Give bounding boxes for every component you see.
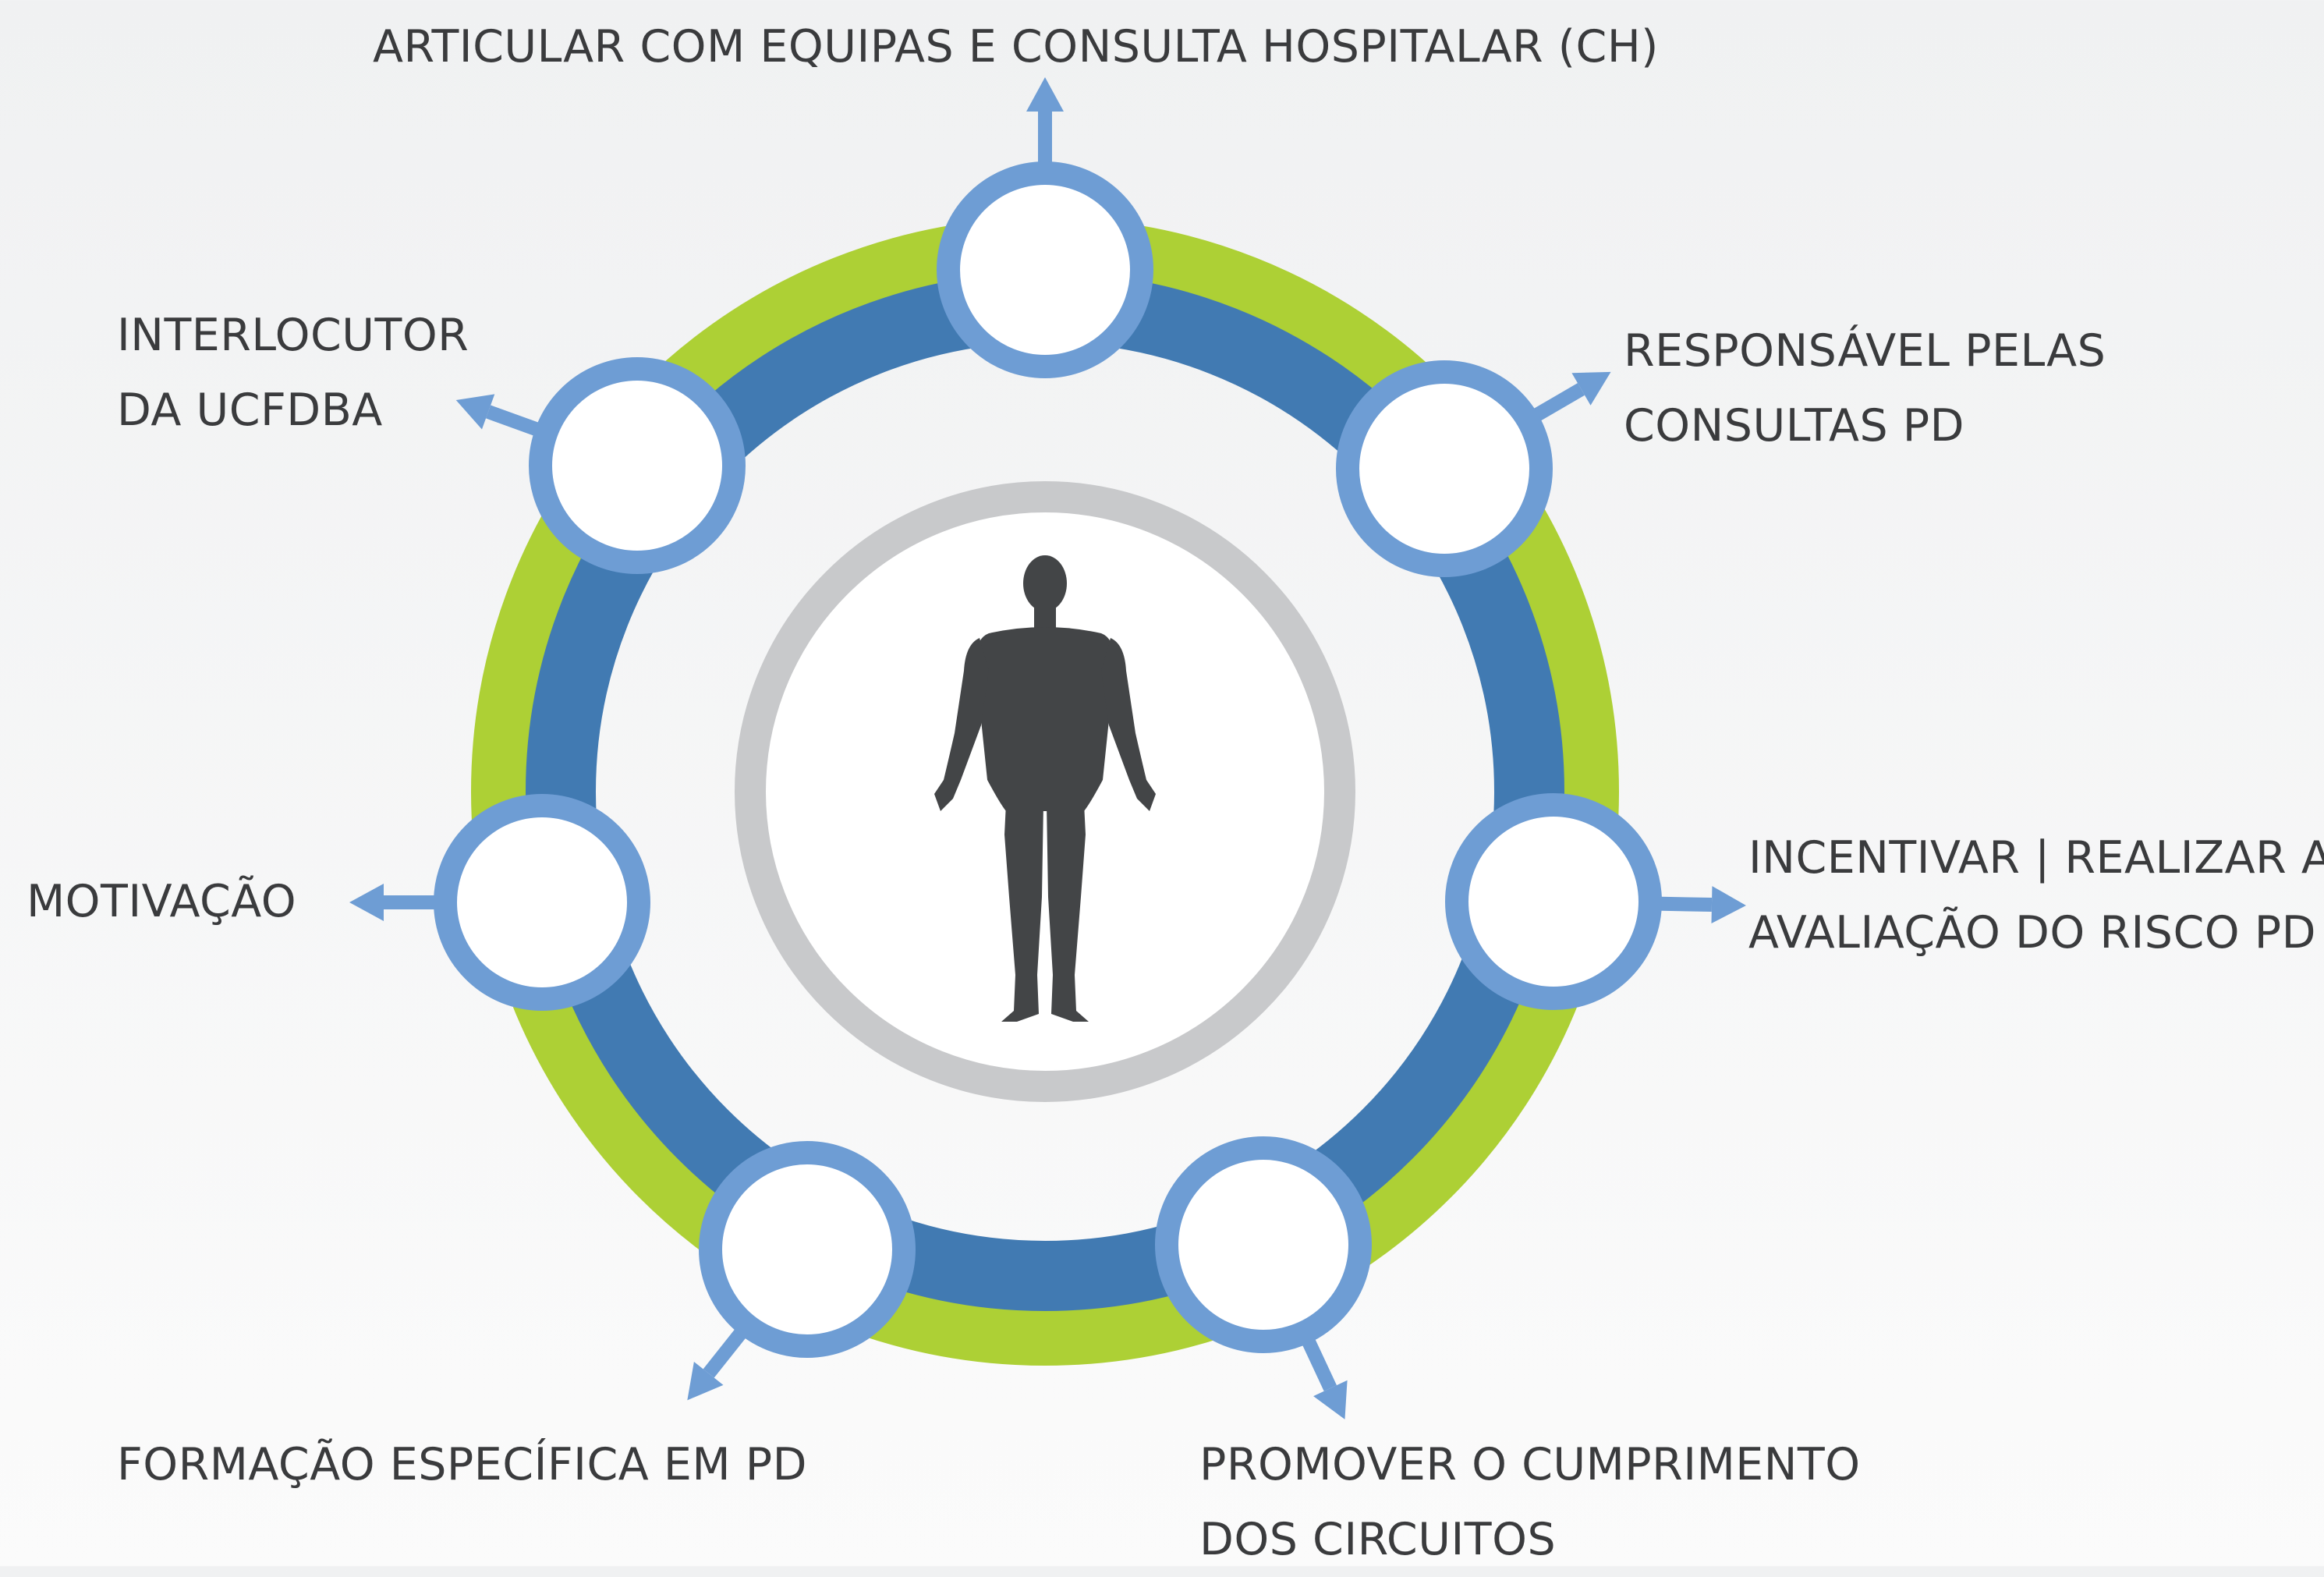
label-line: INTERLOCUTOR (117, 310, 469, 361)
node-circle-left (434, 794, 650, 1011)
arrow-head-bottom-left (687, 1361, 724, 1401)
label-line: PROMOVER O CUMPRIMENTO (1199, 1439, 1861, 1490)
node-circle-bottom-right (1155, 1136, 1372, 1353)
label-line: AVALIAÇÃO DO RISCO PD (1748, 907, 2317, 959)
arrow-head-right (1711, 886, 1746, 924)
label-top-left: INTERLOCUTOR DA UCFDBA (117, 298, 469, 448)
label-right: INCENTIVAR | REALIZAR A AVALIAÇÃO DO RIS… (1748, 820, 2324, 970)
label-line: DA UCFDBA (117, 385, 383, 436)
label-line: CONSULTAS PD (1624, 400, 1965, 452)
node-circle-right (1445, 793, 1662, 1010)
arrow-head-top (1026, 77, 1064, 112)
label-bottom-left: FORMAÇÃO ESPECÍFICA EM PD (117, 1427, 807, 1502)
label-top-right: RESPONSÁVEL PELAS CONSULTAS PD (1624, 314, 2106, 463)
nodes-layer (434, 161, 1662, 1358)
label-top: ARTICULAR COM EQUIPAS E CONSULTA HOSPITA… (373, 9, 1659, 84)
arrow-head-top-right (1571, 371, 1611, 406)
label-line: FORMAÇÃO ESPECÍFICA EM PD (117, 1439, 807, 1490)
human-figure-icon (934, 555, 1156, 1022)
node-circle-bottom-left (699, 1141, 916, 1358)
label-line: INCENTIVAR | REALIZAR A (1748, 832, 2324, 884)
arrow-head-left (349, 884, 384, 921)
arrow-head-bottom-right (1313, 1380, 1348, 1419)
label-line: DOS CIRCUITOS (1199, 1514, 1557, 1565)
label-line: RESPONSÁVEL PELAS (1624, 325, 2106, 377)
label-line: MOTIVAÇÃO (27, 876, 297, 927)
node-circle-top-right (1336, 360, 1553, 577)
node-circle-top-left (529, 357, 746, 574)
label-left: MOTIVAÇÃO (27, 864, 296, 939)
node-circle-top (937, 161, 1153, 378)
arrow-head-top-left (455, 394, 495, 430)
label-line: ARTICULAR COM EQUIPAS E CONSULTA HOSPITA… (373, 21, 1659, 73)
label-bottom-right: PROMOVER O CUMPRIMENTO DOS CIRCUITOS (1199, 1427, 1861, 1577)
